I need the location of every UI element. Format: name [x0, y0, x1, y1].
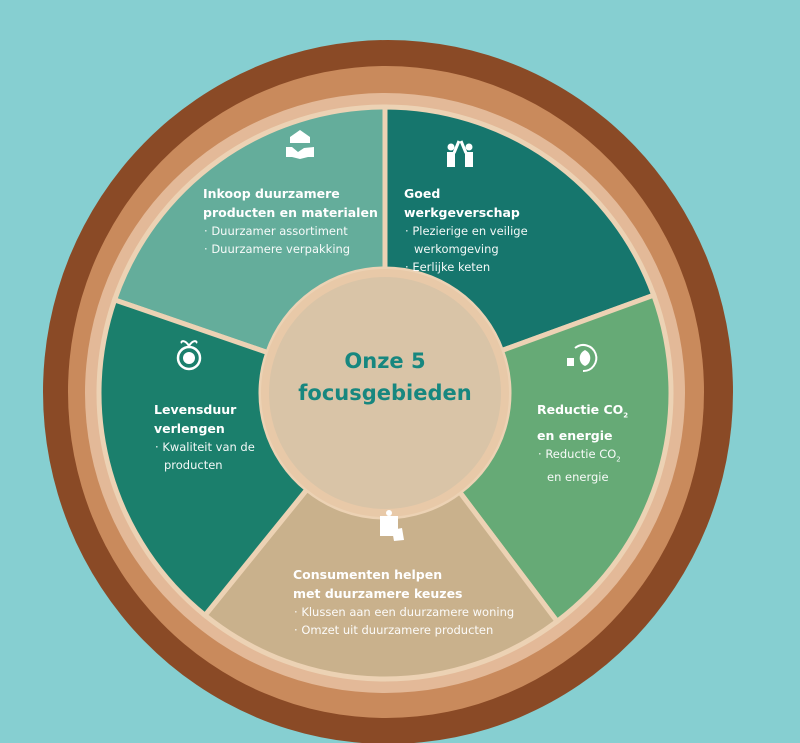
segment-title: Reductie CO2	[537, 400, 628, 426]
subscript: 2	[616, 454, 621, 463]
center-disc	[269, 277, 501, 509]
bullet: · Plezierige en veilige werkomgeving	[405, 224, 528, 256]
segment-title: Levensduur	[154, 402, 237, 417]
bullet-text: Klussen aan een duurzamere woning	[301, 605, 515, 619]
high-five-icon	[447, 140, 473, 167]
bullet-text: Kwaliteit van de producten	[162, 440, 255, 472]
bullet-text: Omzet uit duurzamere producten	[301, 623, 494, 637]
diagram-title: Onze 5 focusgebieden	[285, 345, 485, 409]
bullet: · Eerlijke keten	[405, 260, 491, 274]
bullet: · Duurzamere verpakking	[204, 242, 351, 256]
bullet: · Kwaliteit van de producten	[155, 440, 255, 472]
segment-title: producten en materialen	[203, 205, 378, 220]
title-text: Reductie CO	[537, 402, 624, 417]
segment-consument: Consumenten helpen met duurzamere keuzes…	[293, 565, 514, 639]
segment-title: Goed werkgeverschap	[404, 186, 520, 220]
bullet-text: Duurzamere verpakking	[211, 242, 351, 256]
handshake-plant-icon	[286, 130, 314, 159]
segment-title: Consumenten helpen	[293, 567, 443, 582]
segment-inkoop: Inkoop duurzamere producten en materiale…	[203, 184, 378, 258]
plug-leaf-cycle-icon	[567, 344, 598, 373]
segment-title: Inkoop duurzamere	[203, 186, 340, 201]
bullet-text: Duurzamer assortiment	[211, 224, 348, 238]
bullet-text: Plezierige en veilige werkomgeving	[412, 224, 528, 256]
bullet-text: en energie	[547, 469, 609, 484]
bullet: · Omzet uit duurzamere producten	[294, 623, 494, 637]
checklist-hand-icon	[380, 510, 404, 541]
segment-werkgever: Goed werkgeverschap · Plezierige en veil…	[404, 184, 554, 276]
title-line-1: Onze 5	[344, 349, 426, 373]
subscript: 2	[623, 411, 629, 420]
clock-plant-icon	[176, 340, 202, 371]
bullet: · Klussen aan een duurzamere woning	[294, 605, 515, 619]
segment-title: met duurzamere keuzes	[293, 586, 463, 601]
segment-levensduur: Levensduur verlengen · Kwaliteit van de …	[154, 400, 264, 474]
bullet-text: Eerlijke keten	[412, 260, 491, 274]
segment-title: en energie	[537, 427, 613, 443]
bullet-text: Reductie CO	[545, 446, 617, 461]
bullet: · Duurzamer assortiment	[204, 224, 348, 238]
title-line-2: focusgebieden	[298, 381, 472, 405]
segment-title: verlengen	[154, 421, 225, 436]
